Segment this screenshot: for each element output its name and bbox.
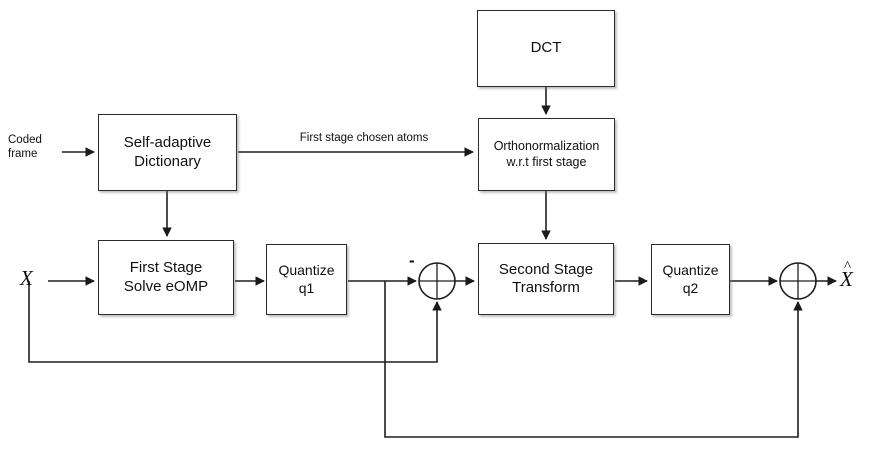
block-second-stage-label: Second Stage Transform bbox=[498, 260, 594, 296]
block-quantize-q1[interactable]: Quantize q1 bbox=[266, 244, 347, 315]
summing-junction-1-cross bbox=[419, 263, 455, 299]
label-first-stage-chosen-atoms: First stage chosen atoms bbox=[299, 132, 429, 144]
block-orthonormalization-label: Orthonormalization w.r.t first stage bbox=[493, 139, 600, 169]
block-quantize-q2[interactable]: Quantize q2 bbox=[651, 244, 730, 315]
summing-junction-2 bbox=[779, 262, 817, 300]
block-dct[interactable]: DCT bbox=[477, 10, 615, 87]
summing-junction-2-cross bbox=[780, 263, 816, 299]
label-minus-sign-summer-1: - bbox=[409, 251, 415, 270]
label-output-signal: ^ X bbox=[840, 259, 866, 296]
block-self-adaptive-dictionary-label: Self-adaptive Dictionary bbox=[123, 134, 212, 170]
block-first-stage[interactable]: First Stage Solve eOMP bbox=[98, 240, 234, 315]
block-first-stage-label: First Stage Solve eOMP bbox=[123, 259, 209, 295]
block-quantize-q1-label: Quantize q1 bbox=[278, 262, 335, 296]
block-second-stage[interactable]: Second Stage Transform bbox=[478, 243, 614, 315]
block-self-adaptive-dictionary[interactable]: Self-adaptive Dictionary bbox=[98, 114, 237, 191]
block-quantize-q2-label: Quantize q2 bbox=[662, 262, 719, 296]
block-dct-label: DCT bbox=[530, 39, 562, 57]
label-coded-frame: Coded frame bbox=[8, 134, 42, 161]
block-orthonormalization[interactable]: Orthonormalization w.r.t first stage bbox=[478, 118, 615, 191]
summing-junction-1 bbox=[418, 262, 456, 300]
output-signal-hat-accent: ^ bbox=[844, 259, 852, 275]
output-signal-letter: X bbox=[840, 267, 853, 291]
label-input-signal: X bbox=[20, 266, 33, 290]
